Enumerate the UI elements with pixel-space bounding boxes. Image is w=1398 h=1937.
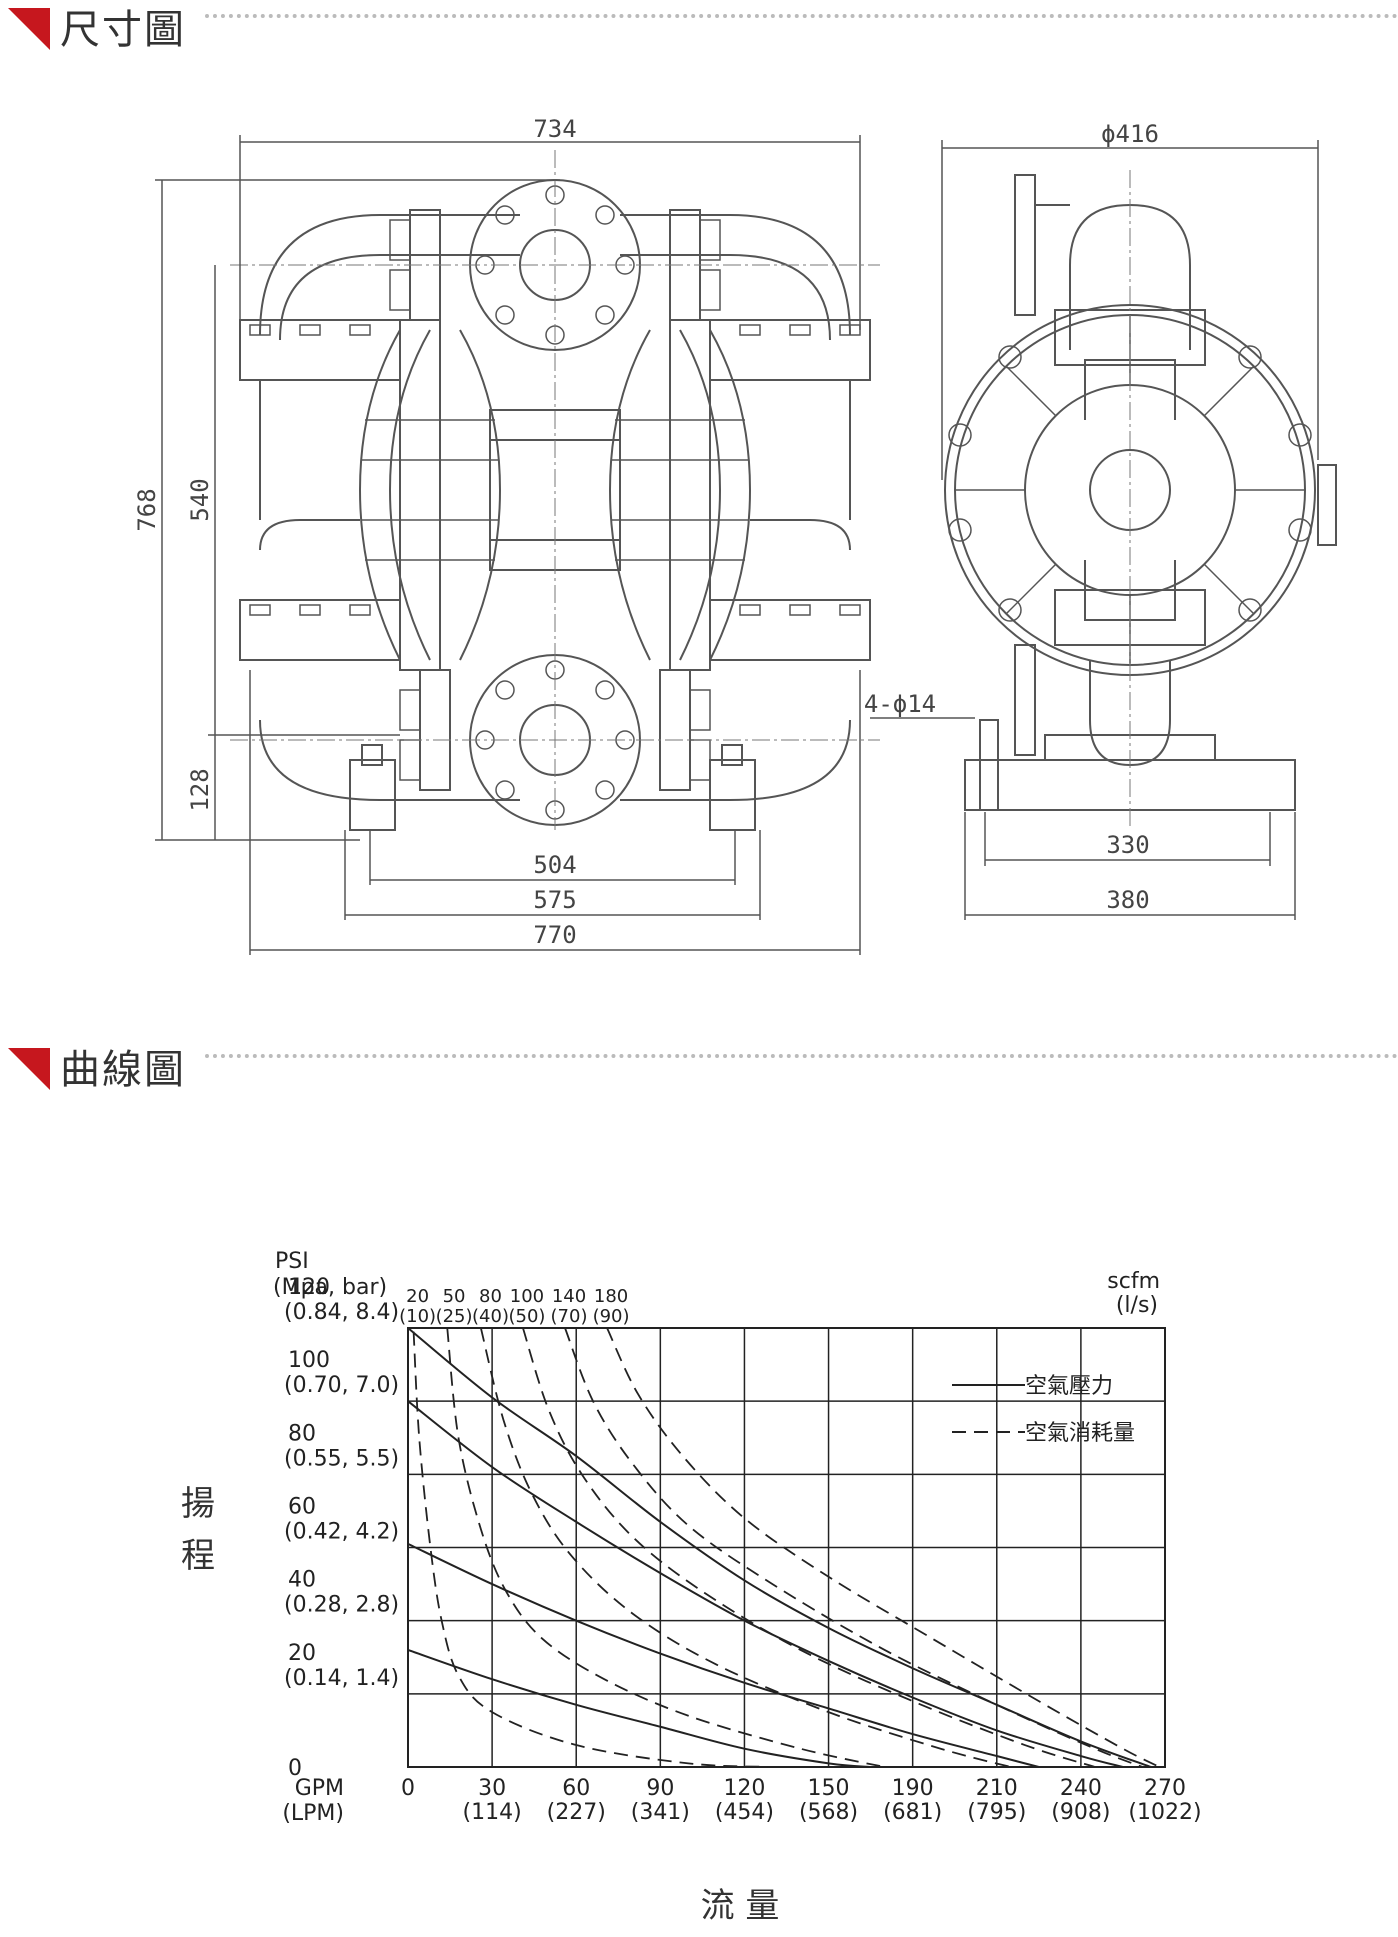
red-corner-icon <box>8 1048 50 1090</box>
dim-dia416: ϕ416 <box>1101 120 1159 148</box>
dim-770: 770 <box>533 921 576 949</box>
x-tick-label: 150 <box>808 1776 850 1801</box>
dim-768: 768 <box>133 488 161 531</box>
air-tick-label: 20 <box>406 1286 429 1307</box>
y-tick-label: 40 <box>288 1568 316 1593</box>
x-tick-sublabel: (114) <box>463 1800 522 1825</box>
x-tick-label: 60 <box>562 1776 590 1801</box>
curve-title: 曲線圖 <box>60 1047 186 1093</box>
y-tick-label: 60 <box>288 1495 316 1520</box>
dimension-drawing: 734 768 540 128 504 575 770 <box>133 115 1337 955</box>
air-tick-sublabel: (90) <box>593 1306 630 1327</box>
y-tick-sublabel: (0.42, 4.2) <box>284 1520 399 1545</box>
legend-air: 空氣消耗量 <box>1025 1421 1135 1446</box>
y-unit2: (Mpa, bar) <box>273 1275 387 1300</box>
air-tick-sublabel: (10) <box>399 1306 436 1327</box>
x-tick-label: 0 <box>401 1776 415 1801</box>
x-tick-label: 210 <box>976 1776 1018 1801</box>
air-tick-sublabel: (50) <box>508 1306 545 1327</box>
air-tick-label: 180 <box>594 1286 628 1307</box>
x-unit2: (LPM) <box>282 1801 344 1826</box>
dim-hole: 4-ϕ14 <box>864 690 936 718</box>
y-tick-sublabel: (0.84, 8.4) <box>284 1300 399 1325</box>
dim-734: 734 <box>533 115 576 143</box>
x-tick-label: 120 <box>723 1776 765 1801</box>
y-tick-label: 0 <box>288 1756 302 1781</box>
x-tick-sublabel: (908) <box>1051 1800 1110 1825</box>
air-curve-5 <box>606 1327 1160 1768</box>
red-corner-icon <box>8 8 50 50</box>
legend-pressure: 空氣壓力 <box>1025 1374 1113 1399</box>
air-tick-label: 140 <box>552 1286 586 1307</box>
x-tick-sublabel: (454) <box>715 1800 774 1825</box>
x-tick-sublabel: (795) <box>967 1800 1026 1825</box>
y-tick-sublabel: (0.28, 2.8) <box>284 1593 399 1618</box>
top-unit2: (l/s) <box>1116 1293 1158 1318</box>
pressure-curve-3 <box>407 1648 871 1768</box>
air-curve-4 <box>564 1327 1143 1768</box>
dim-540: 540 <box>186 478 214 521</box>
chart-grid <box>407 1327 1166 1768</box>
y-axis-label-char: 揚 <box>181 1484 215 1524</box>
air-tick-label: 100 <box>510 1286 544 1307</box>
air-curve-0 <box>412 1331 773 1768</box>
y-tick-sublabel: (0.55, 5.5) <box>284 1446 399 1471</box>
dimensions-section-header: 尺寸圖 <box>0 0 1398 60</box>
dim-504: 504 <box>533 851 576 879</box>
y-tick-sublabel: (0.14, 1.4) <box>284 1666 399 1691</box>
y-tick-label: 80 <box>288 1421 316 1446</box>
curve-section-header: 曲線圖 <box>0 1040 1398 1100</box>
air-curve-1 <box>446 1327 885 1768</box>
x-tick-sublabel: (568) <box>799 1800 858 1825</box>
x-tick-label: 30 <box>478 1776 506 1801</box>
top-unit: scfm <box>1107 1269 1160 1294</box>
y-tick-label: 20 <box>288 1641 316 1666</box>
x-tick-sublabel: (341) <box>631 1800 690 1825</box>
y-axis-label-char: 程 <box>181 1536 215 1576</box>
x-tick-label: 240 <box>1060 1776 1102 1801</box>
x-tick-label: 90 <box>646 1776 674 1801</box>
x-tick-sublabel: (1022) <box>1128 1800 1201 1825</box>
chart-legend: 空氣壓力 空氣消耗量 <box>952 1374 1135 1446</box>
y-tick-sublabel: (0.70, 7.0) <box>284 1373 399 1398</box>
dim-128: 128 <box>186 768 214 811</box>
x-tick-label: 190 <box>892 1776 934 1801</box>
x-unit: GPM <box>295 1776 344 1801</box>
y-tick-label: 120 <box>288 1275 330 1300</box>
dimensions-title: 尺寸圖 <box>60 7 186 53</box>
y-unit: PSI <box>275 1249 309 1274</box>
x-tick-label: 270 <box>1144 1776 1186 1801</box>
x-tick-sublabel: (227) <box>547 1800 606 1825</box>
chart-series <box>407 1327 1160 1768</box>
x-tick-sublabel: (681) <box>883 1800 942 1825</box>
air-tick-label: 80 <box>479 1286 502 1307</box>
dim-330: 330 <box>1106 831 1149 859</box>
dotted-divider <box>205 1054 1398 1058</box>
air-tick-label: 50 <box>443 1286 466 1307</box>
air-tick-sublabel: (40) <box>472 1306 509 1327</box>
dim-575: 575 <box>533 886 576 914</box>
x-axis-label: 流 量 <box>701 1886 780 1926</box>
y-tick-label: 100 <box>288 1348 330 1373</box>
air-curve-3 <box>522 1327 1096 1768</box>
air-curve-2 <box>480 1327 1012 1768</box>
air-tick-sublabel: (70) <box>551 1306 588 1327</box>
dotted-divider <box>205 14 1398 18</box>
pressure-curve-2 <box>407 1542 1040 1768</box>
dim-380: 380 <box>1106 886 1149 914</box>
air-tick-sublabel: (25) <box>436 1306 473 1327</box>
